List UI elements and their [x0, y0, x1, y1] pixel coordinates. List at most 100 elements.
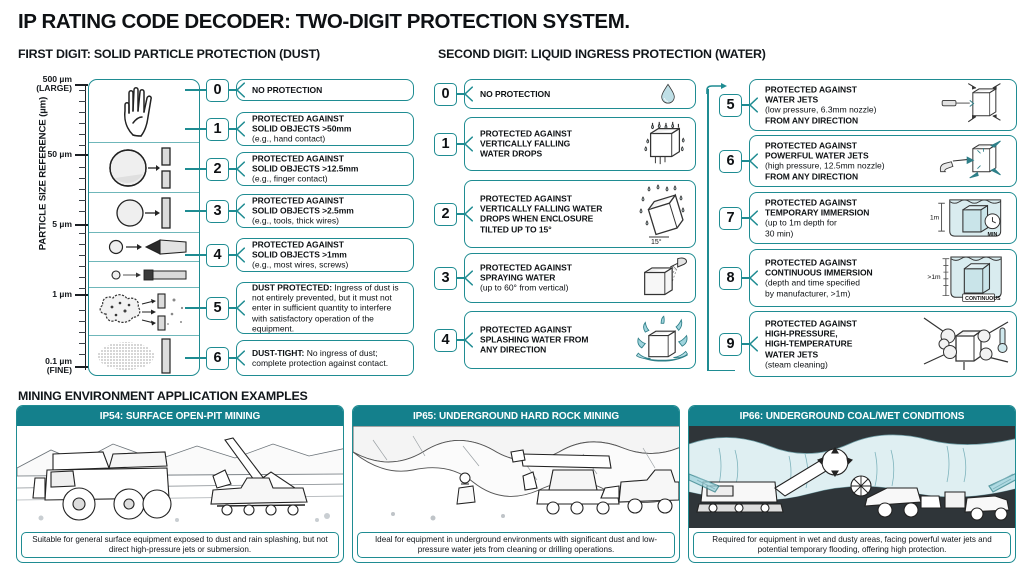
second-digit-badge-7[interactable]: 7: [719, 206, 742, 230]
axis-tick-label: 5 µm: [52, 219, 72, 229]
second-digit-badge-3[interactable]: 3: [434, 266, 457, 290]
axis-title: PARTICLE SIZE REFERENCE (µm): [37, 96, 49, 251]
second-digit-connector: [742, 277, 751, 279]
second-digit-badge-5[interactable]: 5: [719, 93, 742, 117]
large-sphere-slot-icon: [109, 146, 171, 189]
powerful-jet-box-icon: [939, 140, 1001, 179]
hand-icon: [124, 87, 152, 137]
box-notch-icon: [236, 350, 245, 366]
second-digit-badge-4[interactable]: 4: [434, 328, 457, 352]
box-notch-icon: [236, 247, 245, 263]
axis-minor-tick: [79, 332, 86, 334]
mining-card-3[interactable]: IP66: UNDERGROUND COAL/WET CONDITIONS Req…: [688, 405, 1016, 563]
first-digit-badge-5[interactable]: 5: [206, 296, 229, 320]
svg-text:>1m: >1m: [927, 274, 941, 281]
particle-row-dust-cloud: [89, 288, 199, 336]
mining-card-header: IP54: SURFACE OPEN-PIT MINING: [17, 406, 343, 426]
second-digit-badge-0[interactable]: 0: [434, 82, 457, 106]
svg-text:MIN: MIN: [988, 232, 998, 238]
axis-minor-tick: [79, 354, 86, 356]
first-digit-badge-6[interactable]: 6: [206, 346, 229, 370]
first-digit-connector: [229, 307, 238, 309]
axis-minor-tick: [79, 310, 86, 312]
axis-tick: [75, 366, 88, 368]
first-digit-connector: [229, 168, 238, 170]
axis-line: [84, 84, 86, 370]
second-digit-badge-8[interactable]: 8: [719, 266, 742, 290]
second-digit-badge-2[interactable]: 2: [434, 202, 457, 226]
particle-size-axis: PARTICLE SIZE REFERENCE (µm) 500 µm(LARG…: [10, 74, 88, 380]
axis-minor-tick: [79, 200, 86, 202]
second-digit-badge-6[interactable]: 6: [719, 149, 742, 173]
second-digit-item-0[interactable]: NO PROTECTION: [464, 79, 696, 109]
box-notch-icon: [464, 332, 473, 348]
second-digit-connector: [742, 160, 751, 162]
first-digit-item-0[interactable]: NO PROTECTION: [236, 79, 414, 101]
mining-card-header: IP66: UNDERGROUND COAL/WET CONDITIONS: [689, 406, 1015, 426]
illustration-splashing-box-icon: [633, 314, 691, 366]
infobox-text: DUST PROTECTED: Ingress of dust is not e…: [252, 282, 399, 334]
spray-nozzle-box-icon: [644, 257, 688, 296]
first-digit-badge-4[interactable]: 4: [206, 243, 229, 267]
svg-text:15°: 15°: [651, 238, 662, 245]
box-notch-icon: [464, 136, 473, 152]
first-digit-connector: [229, 128, 238, 130]
first-digit-badge-1[interactable]: 1: [206, 117, 229, 141]
dust-cloud-icon: [99, 292, 184, 331]
axis-minor-tick: [79, 189, 86, 191]
axis-tick: [75, 294, 88, 296]
axis-minor-tick: [79, 288, 86, 290]
small-ball-tool-tip-icon: [108, 239, 187, 255]
second-digit-connector: [457, 93, 466, 95]
first-digit-badge-3[interactable]: 3: [206, 199, 229, 223]
mining-card-header: IP65: UNDERGROUND HARD ROCK MINING: [353, 406, 679, 426]
second-digit-badge-9[interactable]: 9: [719, 332, 742, 356]
second-digit-badge-1[interactable]: 1: [434, 132, 457, 156]
particle-row-hand: [89, 80, 199, 143]
illustration-water-jet-box-icon: [926, 82, 1012, 128]
mining-card-caption: Required for equipment in wet and dusty …: [693, 532, 1011, 558]
axis-tick-label: 500 µm(LARGE): [36, 74, 72, 94]
first-digit-connector: [229, 210, 238, 212]
axis-minor-tick: [79, 90, 86, 92]
particle-row-small-ball: [89, 233, 199, 262]
second-digit-connector: [457, 277, 466, 279]
box-notch-icon: [236, 161, 245, 177]
splashing-box-icon: [635, 315, 689, 362]
second-digit-connector: [742, 217, 751, 219]
infobox-text: DUST-TIGHT: No ingress of dust; complete…: [252, 347, 389, 368]
box-notch-icon: [464, 86, 473, 102]
first-digit-item-5[interactable]: DUST PROTECTED: Ingress of dust is not e…: [236, 282, 414, 334]
axis-minor-tick: [79, 134, 86, 136]
axis-minor-tick: [79, 266, 86, 268]
particle-row-medium-sphere: [89, 193, 199, 233]
axis-minor-tick: [79, 145, 86, 147]
first-digit-badge-0[interactable]: 0: [206, 78, 229, 102]
first-digit-badge-2[interactable]: 2: [206, 157, 229, 181]
first-digit-item-6[interactable]: DUST-TIGHT: No ingress of dust; complete…: [236, 340, 414, 376]
steam-cleaning-icon: [923, 317, 1009, 370]
underground-drill-rig-loader-illustration: [353, 426, 679, 528]
illustration-spray-nozzle-box-icon: [635, 256, 691, 300]
